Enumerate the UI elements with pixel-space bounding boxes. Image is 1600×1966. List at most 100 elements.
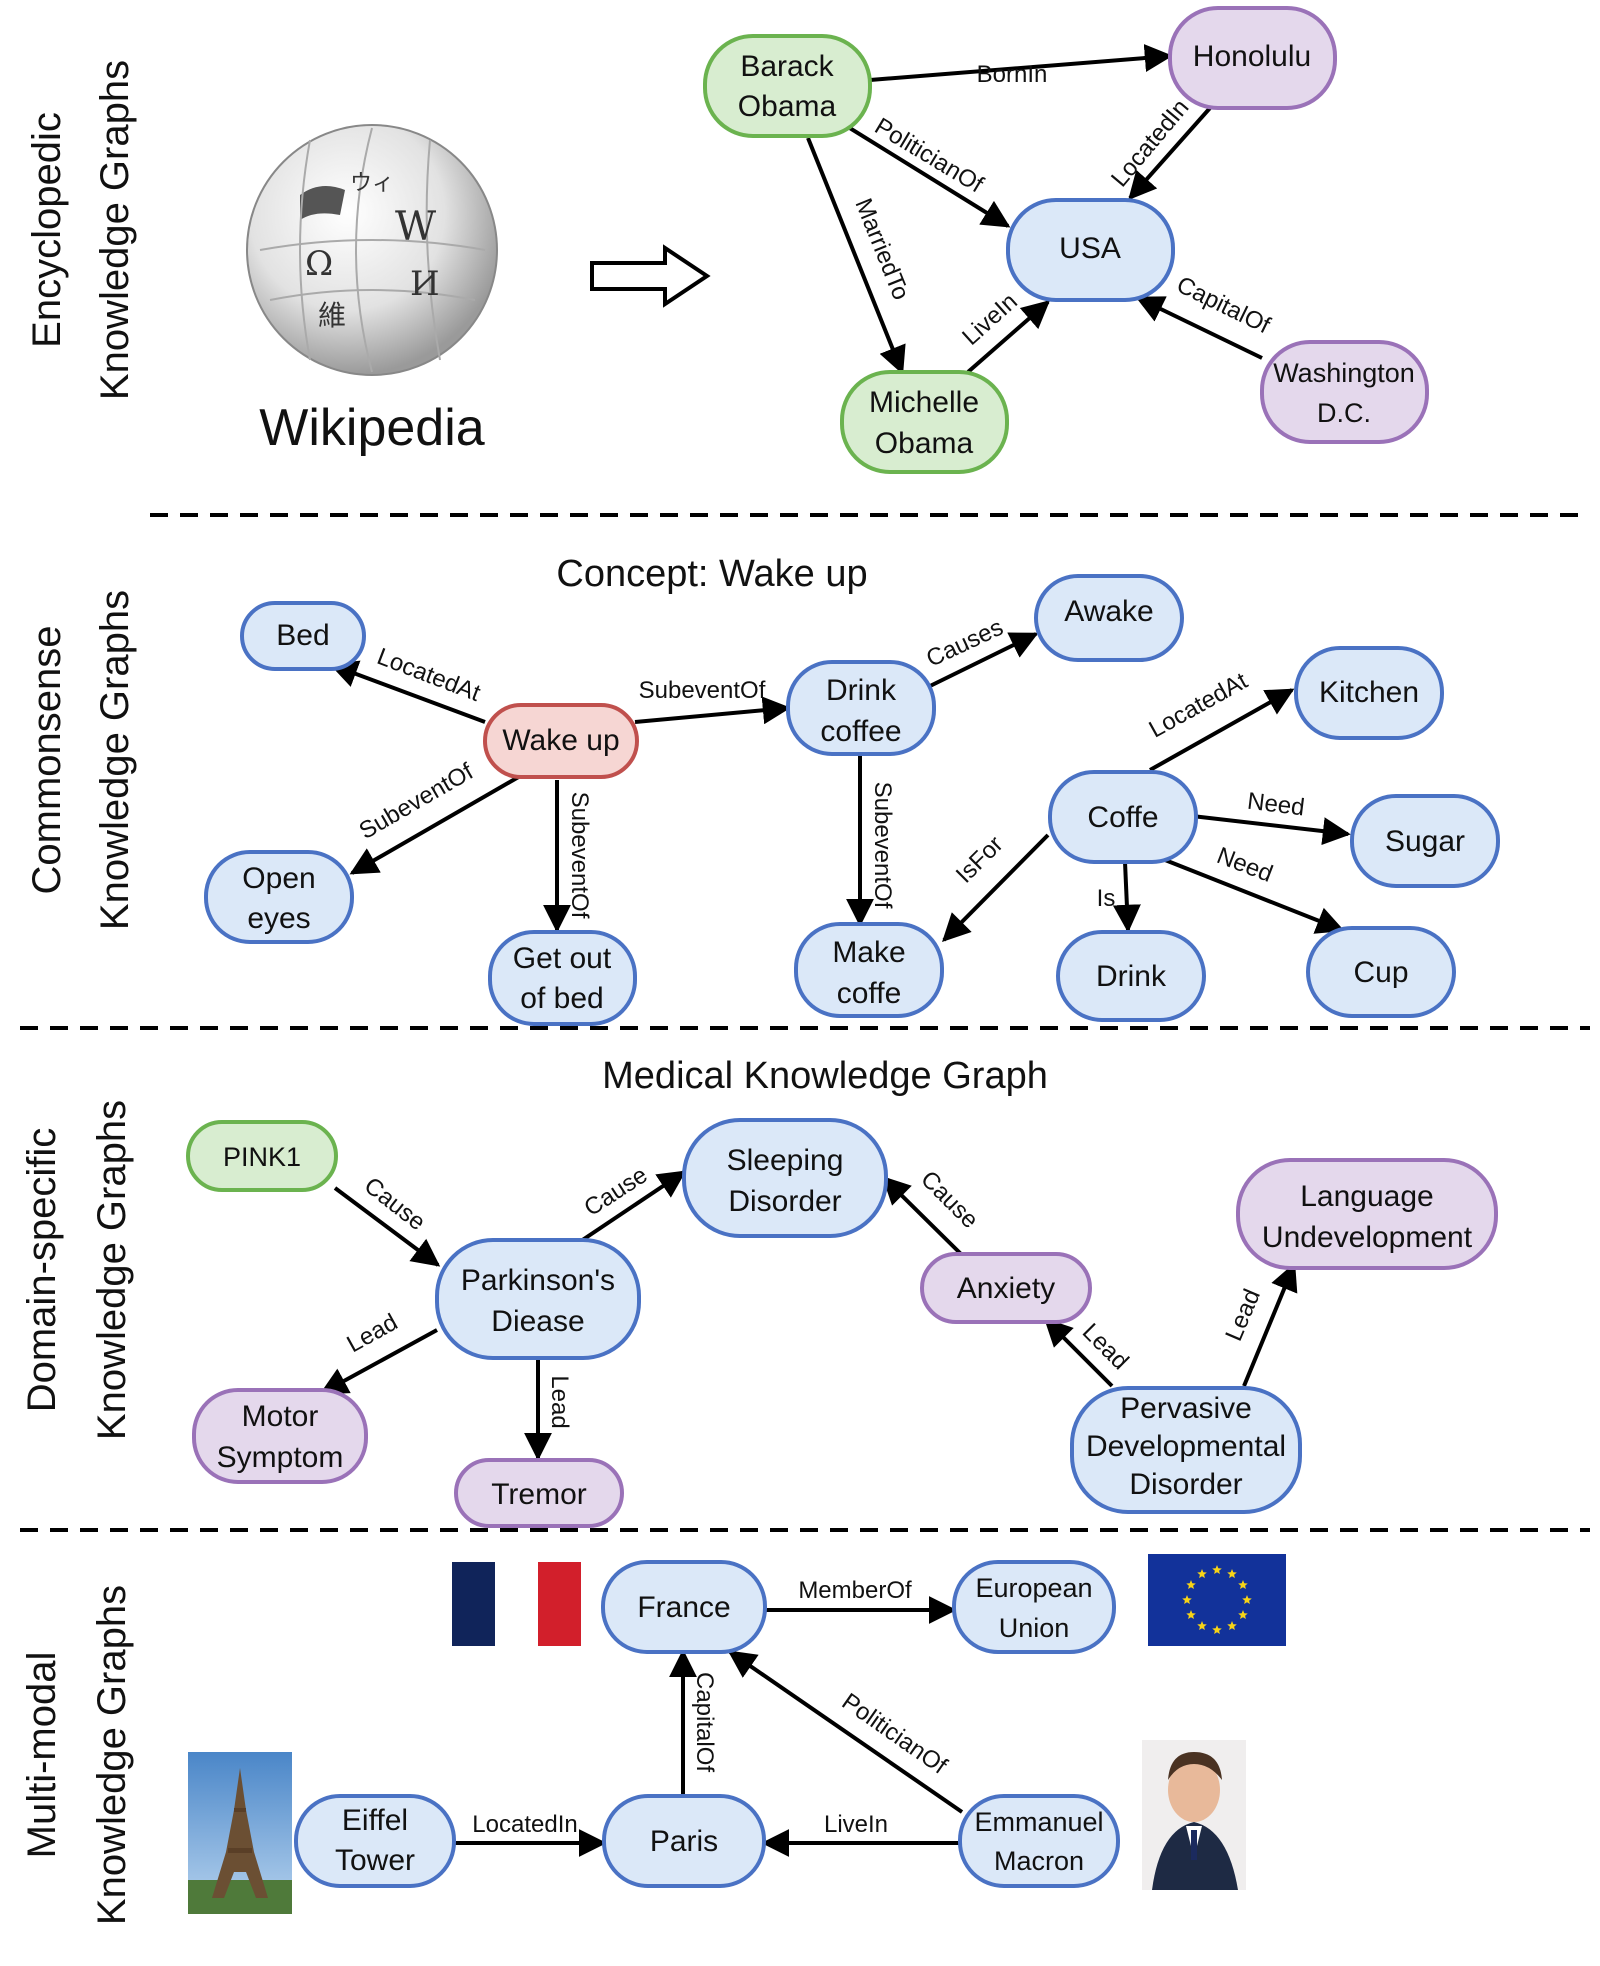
node-sleeping-disorder: Sleeping Disorder [682,1118,888,1238]
svg-text:И: И [410,264,440,304]
svg-text:Pervasive: Pervasive [1120,1392,1252,1425]
svg-text:Bed: Bed [276,619,329,652]
svg-text:Cup: Cup [1353,956,1408,989]
svg-text:Lead: Lead [546,1375,573,1428]
node-emmanuel-macron: Emmanuel Macron [958,1794,1120,1888]
svg-text:Causes: Causes [922,614,1007,673]
svg-text:Ω: Ω [305,244,333,284]
node-get-out-of-bed: Get out of bed [488,930,637,1026]
svg-text:Obama: Obama [875,427,974,460]
svg-text:Need: Need [1246,788,1306,822]
eu-star-icon [1242,1595,1252,1604]
edge-need-cup: Need [1159,842,1345,934]
node-france: France [601,1560,767,1654]
svg-text:Parkinson's: Parkinson's [461,1264,615,1297]
edge-located-in: LocatedIn [1106,94,1212,201]
flag-eu-icon [1148,1554,1286,1646]
svg-text:Diease: Diease [491,1305,584,1338]
node-washington-dc: Washington D.C. [1260,340,1429,444]
svg-text:Paris: Paris [650,1825,718,1858]
svg-text:coffe: coffe [837,977,902,1010]
svg-text:Get out: Get out [513,942,612,975]
side-label-encyclopedic: Encyclopedic Knowledge Graphs [25,60,137,400]
eu-star-icon [1238,1610,1248,1619]
svg-text:Language: Language [1300,1180,1433,1213]
svg-text:SubeventOf: SubeventOf [566,792,593,919]
node-paris: Paris [602,1794,766,1888]
edge-live-in: LiveIn [957,288,1051,374]
side-label-line1: Multi-modal [20,1652,64,1859]
edge-subevent-get-out: SubeventOf [543,780,593,933]
edge-subevent-drink-coffee: SubeventOf [634,677,791,725]
svg-text:PoliticianOf: PoliticianOf [870,113,988,199]
edge-lead-language: Lead [1220,1262,1298,1387]
svg-text:Union: Union [999,1613,1070,1643]
side-label-commonsense: Commonsense Knowledge Graphs [25,590,137,930]
svg-text:CapitalOf: CapitalOf [691,1672,718,1772]
side-label-line2: Knowledge Graphs [93,590,137,930]
node-pink1: PINK1 [186,1120,338,1192]
svg-text:Cause: Cause [359,1172,430,1236]
svg-text:Drink: Drink [1096,960,1167,993]
edge-is-for: IsFor [942,831,1050,942]
side-label-line1: Encyclopedic [25,112,69,348]
node-usa: USA [1006,198,1175,302]
node-parkinsons-disease: Parkinson's Diease [435,1238,641,1360]
node-wake-up: Wake up [483,703,639,779]
svg-text:Awake: Awake [1064,595,1154,628]
edge-lead-motor: Lead [319,1309,438,1395]
svg-text:BornIn: BornIn [977,61,1048,88]
svg-text:LocatedAt: LocatedAt [1145,667,1253,743]
svg-text:Motor: Motor [242,1400,319,1433]
node-barack-obama: Barack Obama [703,34,872,138]
svg-text:Sugar: Sugar [1385,825,1465,858]
edge-cause-sleeping: Cause [576,1161,687,1245]
svg-text:LocatedIn: LocatedIn [472,1811,577,1838]
node-anxiety: Anxiety [920,1252,1092,1324]
edge-capital-of: CapitalOf [669,1649,718,1796]
svg-text:Coffe: Coffe [1087,801,1158,834]
node-motor-symptom: Motor Symptom [192,1388,368,1484]
edge-married-to: MarriedTo [806,137,914,375]
section-title: Medical Knowledge Graph [602,1055,1048,1097]
svg-text:Make: Make [832,936,905,969]
side-label-line1: Domain-specific [20,1128,64,1413]
side-label-line1: Commonsense [25,625,69,894]
eu-star-icon [1227,1569,1237,1579]
side-label-line2: Knowledge Graphs [93,60,137,400]
node-drink: Drink [1056,930,1206,1022]
edge-cause-pink1: Cause [333,1172,441,1267]
svg-text:Sleeping: Sleeping [727,1144,844,1177]
hollow-arrow-icon [590,244,711,308]
edge-lead-anxiety: Lead [1044,1318,1134,1388]
edge-need-sugar: Need [1191,788,1351,846]
svg-text:Is: Is [1097,885,1116,912]
node-cup: Cup [1306,926,1456,1018]
edge-born-in: BornIn [869,44,1173,88]
node-honolulu: Honolulu [1168,6,1337,110]
svg-text:LocatedAt: LocatedAt [373,643,484,707]
node-tremor: Tremor [454,1458,624,1528]
svg-text:D.C.: D.C. [1317,398,1371,428]
side-label-multimodal: Multi-modal Knowledge Graphs [20,1585,134,1925]
side-label-line2: Knowledge Graphs [90,1585,134,1925]
svg-text:MemberOf: MemberOf [798,1577,912,1604]
node-bed: Bed [240,601,366,671]
svg-text:Tremor: Tremor [491,1478,587,1511]
svg-text:Open: Open [242,862,315,895]
edge-subevent-make-coffe: SubeventOf [846,752,896,927]
svg-text:IsFor: IsFor [951,831,1009,889]
node-european-union: European Union [952,1560,1116,1654]
svg-text:SubeventOf: SubeventOf [639,677,766,704]
eu-star-icon [1238,1580,1248,1589]
svg-text:W: W [395,204,436,250]
svg-text:Michelle: Michelle [869,386,979,419]
node-make-coffe: Make coffe [794,922,944,1018]
wikipedia-globe-icon: W Ω И 維 ウィ [246,124,498,376]
wikipedia-label: Wikipedia [259,399,484,457]
portrait-photo [1142,1740,1246,1890]
edge-located-in: LocatedIn [454,1811,607,1857]
svg-text:Honolulu: Honolulu [1193,40,1311,73]
eiffel-tower-photo [188,1752,292,1914]
